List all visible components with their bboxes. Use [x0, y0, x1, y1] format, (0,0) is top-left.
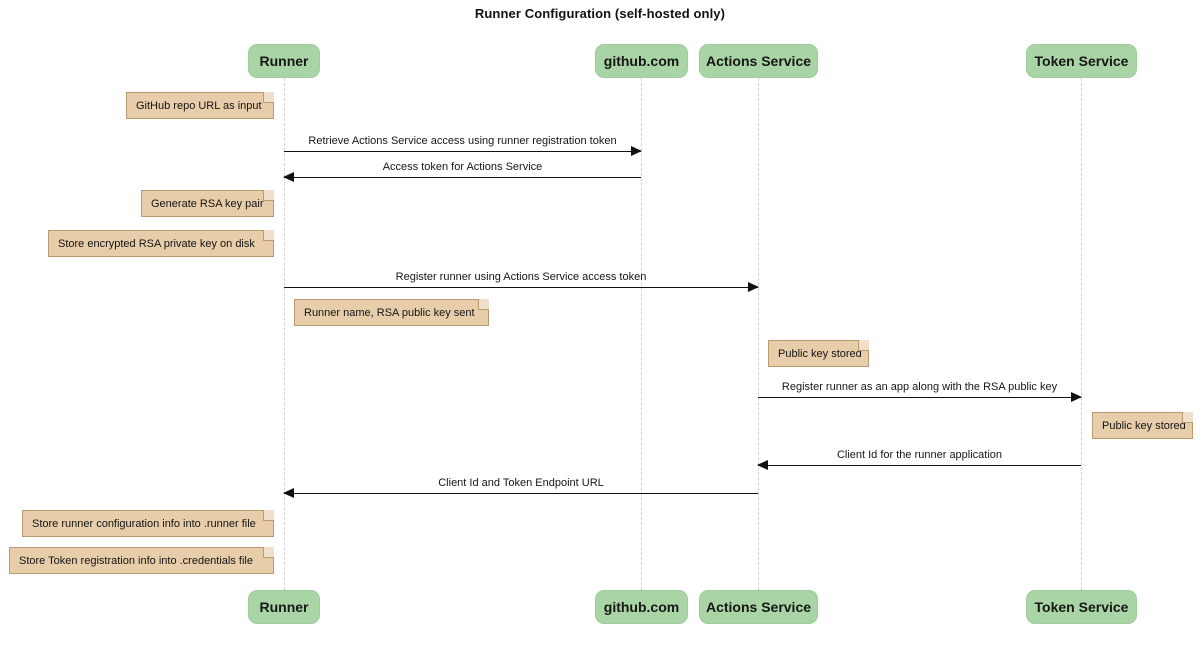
note-fold-icon [263, 547, 274, 558]
participant-actions-top[interactable]: Actions Service [699, 44, 818, 78]
note-text: Store encrypted RSA private key on disk [58, 237, 255, 250]
note-n3: Store encrypted RSA private key on disk [48, 230, 274, 257]
participant-label: github.com [603, 53, 680, 69]
participant-github-top[interactable]: github.com [595, 44, 688, 78]
message-label: Register runner using Actions Service ac… [395, 271, 647, 283]
participant-runner-top[interactable]: Runner [248, 44, 320, 78]
page-title: Runner Configuration (self-hosted only) [474, 6, 726, 21]
note-text: Store runner configuration info into .ru… [32, 517, 256, 530]
note-fold-icon [1182, 412, 1193, 423]
participant-label: Actions Service [705, 53, 812, 69]
note-n6: Public key stored [1092, 412, 1193, 439]
lifeline-actions [758, 78, 759, 590]
note-n4: Runner name, RSA public key sent [294, 299, 489, 326]
message-line [284, 493, 758, 494]
message-label: Access token for Actions Service [382, 161, 543, 173]
message-line [758, 397, 1081, 398]
participant-label: Runner [259, 599, 309, 615]
message-label: Client Id and Token Endpoint URL [438, 477, 604, 489]
note-fold-icon [858, 340, 869, 351]
note-text: Store Token registration info into .cred… [19, 554, 253, 567]
note-fold-icon [263, 230, 274, 241]
note-fold-icon [263, 190, 274, 201]
note-n7: Store runner configuration info into .ru… [22, 510, 274, 537]
participant-label: Token Service [1034, 53, 1129, 69]
note-n8: Store Token registration info into .cred… [9, 547, 274, 574]
note-text: Runner name, RSA public key sent [304, 306, 475, 319]
arrowhead-icon [283, 172, 294, 182]
message-label: Retrieve Actions Service access using ru… [308, 135, 617, 147]
lifeline-github [641, 78, 642, 590]
arrowhead-icon [1071, 392, 1082, 402]
lifeline-runner [284, 78, 285, 590]
note-fold-icon [263, 510, 274, 521]
participant-label: github.com [603, 599, 680, 615]
note-fold-icon [478, 299, 489, 310]
note-n1: GitHub repo URL as input [126, 92, 274, 119]
note-text: Public key stored [778, 347, 862, 360]
participant-label: Token Service [1034, 599, 1129, 615]
note-fold-icon [263, 92, 274, 103]
participant-label: Runner [259, 53, 309, 69]
note-n2: Generate RSA key pair [141, 190, 274, 217]
arrowhead-icon [631, 146, 642, 156]
participant-token-bottom[interactable]: Token Service [1026, 590, 1137, 624]
participant-actions-bottom[interactable]: Actions Service [699, 590, 818, 624]
lifeline-token [1081, 78, 1082, 590]
message-label: Client Id for the runner application [836, 449, 1003, 461]
arrowhead-icon [748, 282, 759, 292]
message-line [284, 177, 641, 178]
message-line [284, 287, 758, 288]
message-label: Register runner as an app along with the… [781, 381, 1058, 393]
participant-label: Actions Service [705, 599, 812, 615]
participant-github-bottom[interactable]: github.com [595, 590, 688, 624]
arrowhead-icon [283, 488, 294, 498]
message-line [284, 151, 641, 152]
participant-token-top[interactable]: Token Service [1026, 44, 1137, 78]
arrowhead-icon [757, 460, 768, 470]
note-text: Generate RSA key pair [151, 197, 264, 210]
note-text: GitHub repo URL as input [136, 99, 262, 112]
participant-runner-bottom[interactable]: Runner [248, 590, 320, 624]
note-n5: Public key stored [768, 340, 869, 367]
note-text: Public key stored [1102, 419, 1186, 432]
message-line [758, 465, 1081, 466]
